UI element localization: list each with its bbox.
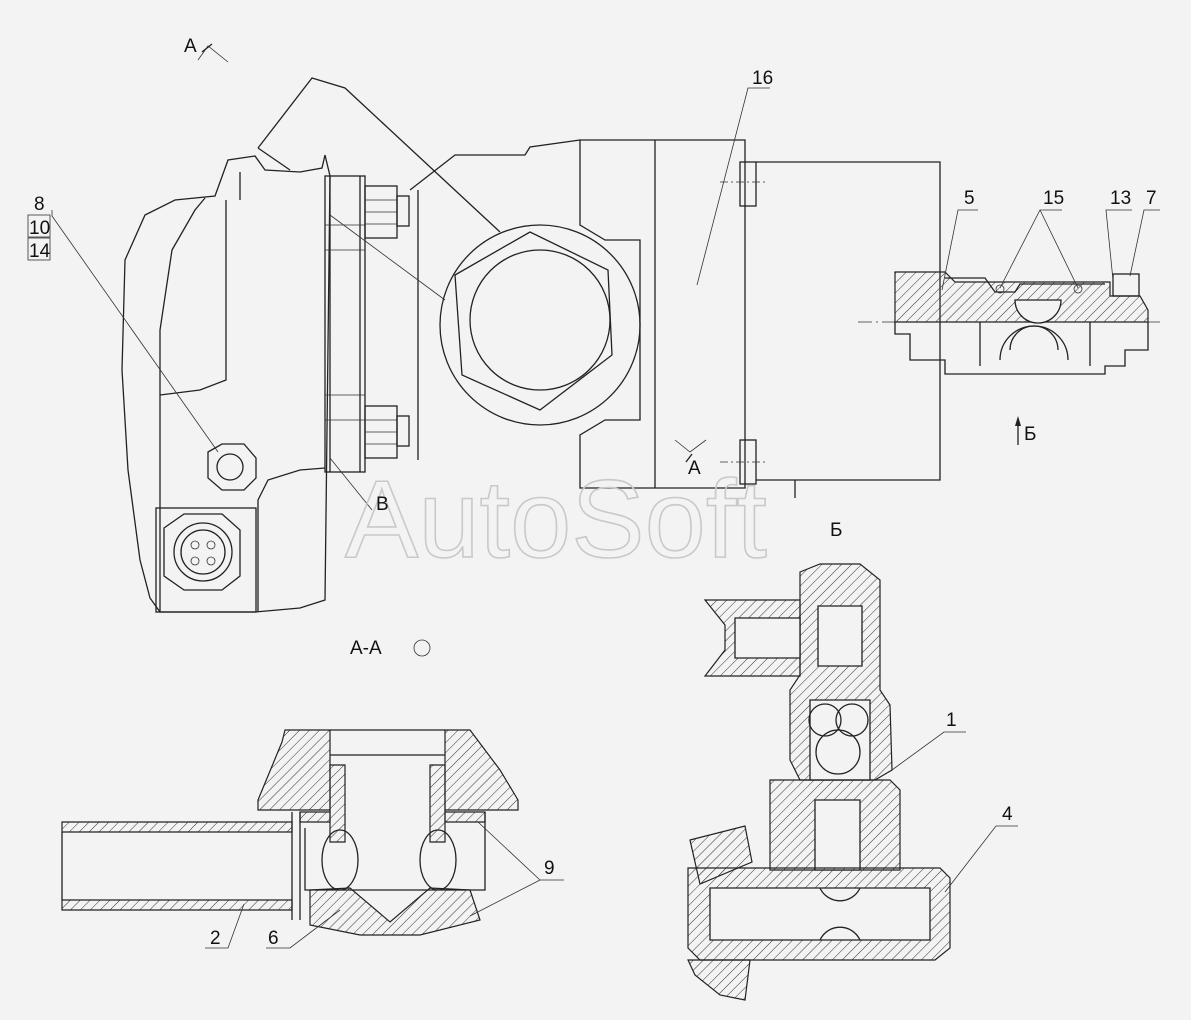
part-number-15: 15 bbox=[1043, 188, 1064, 209]
part-number-9: 9 bbox=[544, 858, 555, 879]
part-number-5: 5 bbox=[964, 188, 975, 209]
label-section-aa: А-А bbox=[350, 638, 382, 659]
section-aa bbox=[61, 729, 519, 936]
leader-8 bbox=[51, 210, 219, 453]
view-b-section bbox=[687, 563, 951, 1001]
leader-6 bbox=[266, 909, 341, 949]
part-number-7: 7 bbox=[1146, 188, 1157, 209]
leader-16 bbox=[696, 87, 770, 286]
central-block bbox=[579, 139, 746, 489]
electrical-connector bbox=[163, 513, 241, 591]
label-view-b-arrow: Б bbox=[1024, 424, 1036, 445]
part-number-2: 2 bbox=[210, 928, 221, 949]
housing-outline bbox=[121, 154, 331, 613]
bolt-top bbox=[364, 185, 410, 239]
part-number-13: 13 bbox=[1110, 188, 1131, 209]
part-number-16: 16 bbox=[752, 68, 773, 89]
label-view-v: В bbox=[376, 494, 389, 515]
bolt-bottom bbox=[364, 405, 410, 459]
leader-13 bbox=[1105, 209, 1132, 281]
label-view-a-top: А bbox=[184, 36, 197, 57]
part-number-10: 10 bbox=[29, 218, 50, 239]
label-view-a-bottom: А bbox=[688, 458, 701, 479]
label-view-b-title: Б bbox=[830, 520, 842, 541]
leader-9 bbox=[469, 821, 564, 917]
lever-arm bbox=[257, 77, 501, 233]
leader-1 bbox=[891, 731, 966, 771]
leader-5 bbox=[941, 209, 978, 291]
plug-8 bbox=[207, 443, 257, 491]
hex-nut bbox=[439, 224, 641, 426]
leader-7 bbox=[1129, 209, 1160, 277]
part-number-4: 4 bbox=[1002, 804, 1013, 825]
leader-v bbox=[329, 457, 373, 511]
section-marker bbox=[413, 639, 431, 657]
part-number-8: 8 bbox=[34, 194, 45, 215]
leader-15 bbox=[999, 209, 1079, 289]
part-number-6: 6 bbox=[268, 928, 279, 949]
connector-plate bbox=[155, 507, 257, 613]
part-number-1: 1 bbox=[946, 710, 957, 731]
view-arrow-a-bottom bbox=[674, 439, 707, 453]
flange-plate bbox=[324, 175, 366, 473]
fitting-section bbox=[858, 271, 1162, 375]
leader-4 bbox=[944, 825, 1018, 893]
view-arrow-a-top bbox=[197, 45, 229, 63]
watermark: AutoSoft bbox=[345, 458, 767, 581]
part-number-14: 14 bbox=[29, 241, 51, 262]
leader-2 bbox=[205, 903, 245, 949]
